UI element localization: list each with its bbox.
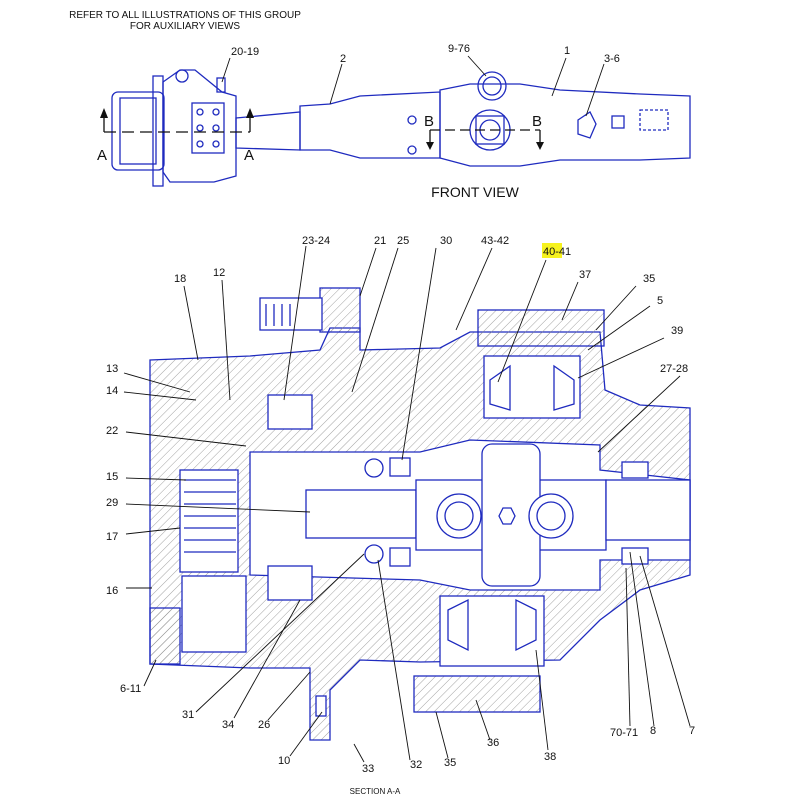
callout-37: 37 xyxy=(579,269,591,281)
section-lower-chamber xyxy=(181,575,247,653)
callout-43-42: 43-42 xyxy=(481,235,509,247)
section-marker-b-right: B xyxy=(532,113,542,130)
section-gear-23-24 xyxy=(267,394,313,430)
section-view-drawing xyxy=(149,287,691,741)
callout-38: 38 xyxy=(544,751,556,763)
section-ball-bearing-30 xyxy=(364,458,384,478)
callout-18: 18 xyxy=(174,273,186,285)
section-trunnion-left xyxy=(436,493,482,539)
callout-27-28: 27-28 xyxy=(660,363,688,375)
front-bolt-4 xyxy=(212,124,220,132)
section-ball-bearing-32 xyxy=(364,544,384,564)
front-flange-inner xyxy=(119,97,157,165)
callout-front-3: 9-76 xyxy=(448,43,470,55)
section-marker-b-left: B xyxy=(424,113,434,130)
section-bearing-cap-bottom xyxy=(413,675,541,713)
front-fitting-20-19 xyxy=(216,77,226,93)
callout-13: 13 xyxy=(106,363,118,375)
front-hole-1 xyxy=(407,115,417,125)
front-cover-plate xyxy=(191,102,225,154)
callout-31: 31 xyxy=(182,709,194,721)
callout-15: 15 xyxy=(106,471,118,483)
section-bolt-21 xyxy=(319,287,361,333)
callout-highlight xyxy=(542,243,562,258)
section-marker-a-left: A xyxy=(97,147,107,164)
section-plug xyxy=(259,297,323,331)
section-arrowheads xyxy=(100,108,544,150)
callout-front-1: 20-19 xyxy=(231,46,259,58)
front-bolt-3 xyxy=(196,124,204,132)
front-bolt-2 xyxy=(212,108,220,116)
callout-7: 7 xyxy=(689,725,695,737)
front-bolt-6 xyxy=(212,140,220,148)
section-seal-right-top xyxy=(621,461,649,479)
callout-30: 30 xyxy=(440,235,452,247)
callout-35-top: 35 xyxy=(643,273,655,285)
front-view-drawing xyxy=(103,69,691,187)
section-shaft-29 xyxy=(305,489,417,539)
callout-22: 22 xyxy=(106,425,118,437)
callout-12: 12 xyxy=(213,267,225,279)
callout-29: 29 xyxy=(106,497,118,509)
callout-32: 32 xyxy=(410,759,422,771)
front-view-caption: FRONT VIEW xyxy=(431,184,519,200)
callout-10: 10 xyxy=(278,755,290,767)
header-note: REFER TO ALL ILLUSTRATIONS OF THIS GROUP… xyxy=(69,10,301,32)
front-hole-2 xyxy=(407,145,417,155)
section-caption: SECTION A-A xyxy=(349,787,401,796)
callout-front-5: 3-6 xyxy=(604,53,620,65)
section-seal-lower xyxy=(389,547,411,567)
callout-front-2: 2 xyxy=(340,53,346,65)
callout-36: 36 xyxy=(487,737,499,749)
callout-5: 5 xyxy=(657,295,663,307)
section-seal-right-bottom xyxy=(621,547,649,565)
section-gear-lower xyxy=(267,565,313,601)
callout-26: 26 xyxy=(258,719,270,731)
section-trunnion-right xyxy=(528,493,574,539)
callout-14: 14 xyxy=(106,385,118,397)
callout-6-11: 6-11 xyxy=(120,683,141,695)
front-breather-inner xyxy=(482,76,502,96)
section-piston-stack xyxy=(179,469,239,573)
front-bolt-1 xyxy=(196,108,204,116)
front-housing-1 xyxy=(439,83,691,167)
callout-17: 17 xyxy=(106,531,118,543)
front-breather xyxy=(477,71,507,101)
callout-39: 39 xyxy=(671,325,683,337)
front-part-3-6 xyxy=(577,111,597,139)
front-plug xyxy=(611,115,625,129)
callout-34: 34 xyxy=(222,719,234,731)
section-center-nut xyxy=(498,507,516,525)
callout-25: 25 xyxy=(397,235,409,247)
front-fitting xyxy=(175,69,189,83)
section-seal-upper xyxy=(389,457,411,477)
callout-leaders xyxy=(123,55,691,763)
callout-70-71: 70-71 xyxy=(610,727,638,739)
section-bolt-10 xyxy=(315,695,327,717)
callout-40-41: 40-41 xyxy=(543,246,571,258)
section-cover-6-11 xyxy=(149,607,181,665)
front-flange xyxy=(111,91,165,171)
front-cover-outline xyxy=(639,109,669,131)
callout-21: 21 xyxy=(374,235,386,247)
callout-labels: 20-19 2 9-76 1 3-6 23-24 21 25 30 43-42 … xyxy=(106,43,695,775)
callout-23-24: 23-24 xyxy=(302,235,330,247)
callout-16: 16 xyxy=(106,585,118,597)
front-tube xyxy=(235,111,301,151)
callout-35-bottom: 35 xyxy=(444,757,456,769)
section-output-shaft xyxy=(605,479,691,541)
callout-front-4: 1 xyxy=(564,45,570,57)
section-marker-a-right: A xyxy=(244,147,254,164)
front-housing-2 xyxy=(299,91,441,159)
front-bolt-5 xyxy=(196,140,204,148)
section-bearing-cap-top xyxy=(477,309,605,347)
callout-33: 33 xyxy=(362,763,374,775)
callout-8: 8 xyxy=(650,725,656,737)
